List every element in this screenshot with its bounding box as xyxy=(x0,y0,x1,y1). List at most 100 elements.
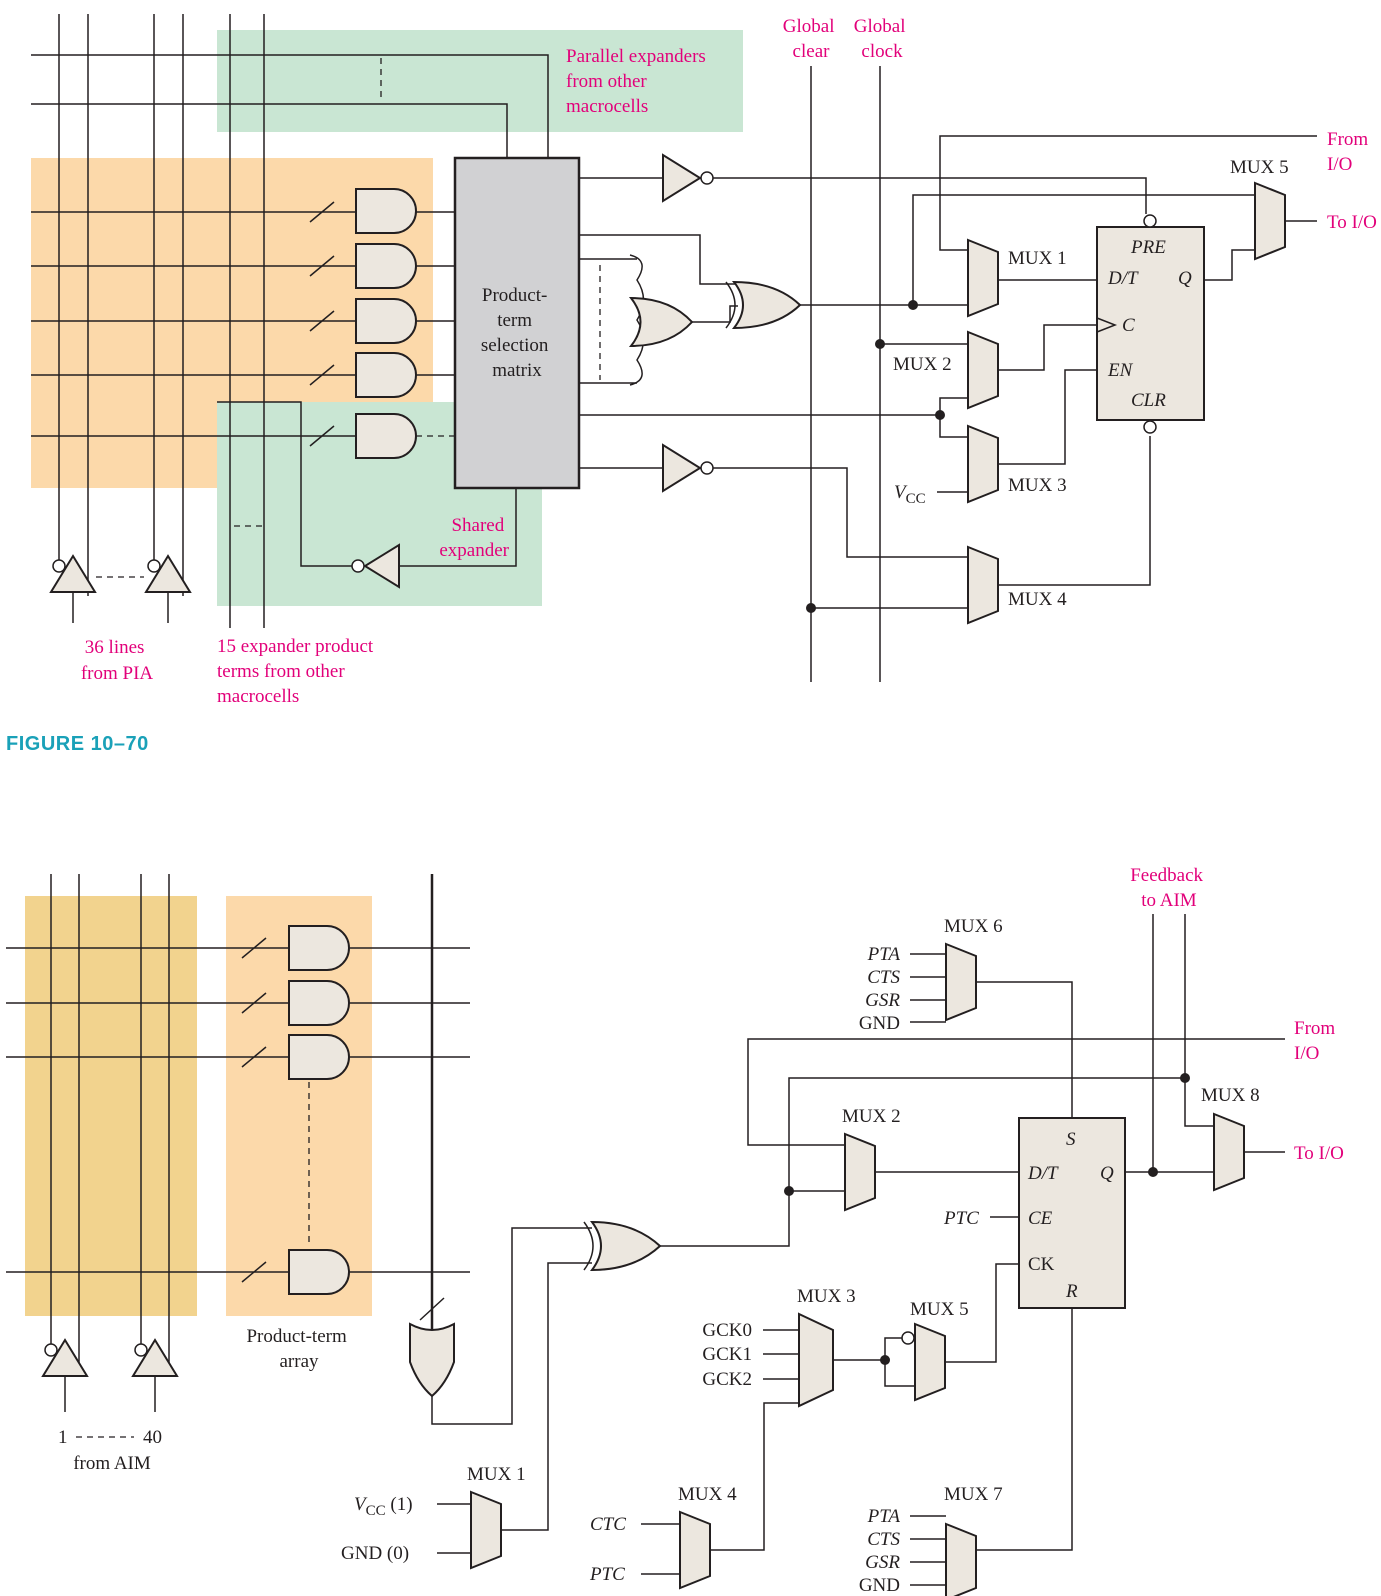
mux-8 xyxy=(1213,1112,1245,1192)
mux-2 xyxy=(967,330,999,410)
mux4-input-ptc: PTC xyxy=(589,1564,625,1585)
vcc1-label: VCC (1) xyxy=(354,1494,413,1519)
mux6-input-cts: CTS xyxy=(867,967,900,988)
shared-expander-label: Shared expander xyxy=(439,515,509,561)
mux-5 xyxy=(914,1322,946,1402)
or-gate-input-curve xyxy=(629,254,645,386)
mux-6-label: MUX 6 xyxy=(944,916,1003,937)
mux6-input-gnd: GND xyxy=(859,1013,900,1034)
and-gate xyxy=(288,1034,350,1080)
mux7-input-gnd: GND xyxy=(859,1575,900,1596)
figure-macrocell-2: 1 40 from AIM Product-term array MUX 1 V… xyxy=(6,865,1344,1596)
xor-gate xyxy=(731,280,802,330)
mux3-input-gck2: GCK2 xyxy=(702,1369,752,1390)
mux3-input-gck0: GCK0 xyxy=(702,1320,752,1341)
or-gate xyxy=(628,296,694,348)
ff-dt-label: D/T xyxy=(1107,268,1139,289)
ff-c-label: C xyxy=(1122,315,1135,336)
mux-5 xyxy=(1254,181,1286,261)
figure-10-69-macrocell: Product- term selection matrix xyxy=(6,14,1377,755)
shared-expander-inverter xyxy=(363,543,400,589)
mux-1 xyxy=(470,1490,502,1570)
parallel-expander-lines xyxy=(31,54,549,158)
ff-clr-label: CLR xyxy=(1131,390,1166,411)
ff-q-label: Q xyxy=(1100,1163,1114,1184)
mux-1-label: MUX 1 xyxy=(1008,248,1067,269)
and-gate xyxy=(288,1249,350,1295)
fig2-flip-flop xyxy=(1018,1117,1126,1309)
mux-4-label: MUX 4 xyxy=(678,1484,737,1505)
mux-3-label: MUX 3 xyxy=(797,1286,856,1307)
matrix-label: Product- term selection matrix xyxy=(481,285,553,381)
ptc-ce-label: PTC xyxy=(943,1208,979,1229)
mux-5-label: MUX 5 xyxy=(910,1299,969,1320)
flip-flop xyxy=(1096,226,1205,421)
parallel-expanders-label: Parallel expanders from other macrocells xyxy=(566,46,711,117)
and-gate xyxy=(355,188,417,234)
ff-dt-label: D/T xyxy=(1027,1163,1059,1184)
mux3-input-gck1: GCK1 xyxy=(702,1344,752,1365)
mux-5-label: MUX 5 xyxy=(1230,157,1289,178)
product-term-selection-matrix xyxy=(453,156,581,490)
mux-2-label: MUX 2 xyxy=(842,1106,901,1127)
ff-pre-label: PRE xyxy=(1130,237,1166,258)
mux-4 xyxy=(679,1510,711,1590)
fig2-from-io-label: From I/O xyxy=(1294,1018,1340,1064)
mux-8-label: MUX 8 xyxy=(1201,1085,1260,1106)
inverter-gate xyxy=(662,443,702,493)
mux-7-label: MUX 7 xyxy=(944,1484,1003,1505)
gnd0-label: GND (0) xyxy=(341,1543,409,1564)
and-gate xyxy=(355,413,417,459)
to-io-label: To I/O xyxy=(1327,212,1377,233)
feedback-label: Feedback to AIM xyxy=(1130,865,1208,911)
mux4-input-ctc: CTC xyxy=(590,1514,626,1535)
and-gate xyxy=(288,980,350,1026)
from-io-label: From I/O xyxy=(1327,129,1373,175)
mux-3 xyxy=(798,1312,834,1408)
aim-range-start: 1 xyxy=(58,1427,68,1448)
mux-1 xyxy=(967,238,999,318)
ff-s-label: S xyxy=(1066,1129,1076,1150)
mux-3 xyxy=(967,424,999,504)
mux-6 xyxy=(945,942,977,1022)
global-clock-label: Global clock xyxy=(854,16,910,62)
parallel-expander-region xyxy=(217,30,743,132)
mux7-input-cts: CTS xyxy=(867,1529,900,1550)
fig2-and-gates xyxy=(288,925,350,1295)
and-gate xyxy=(355,352,417,398)
product-term-array-label: Product-term array xyxy=(246,1326,351,1372)
and-gate xyxy=(355,298,417,344)
fig2-to-io-label: To I/O xyxy=(1294,1143,1344,1164)
xor-extra-curve xyxy=(725,281,736,329)
mux-7 xyxy=(945,1522,977,1596)
pia-lines-label: 36 lines from PIA xyxy=(81,637,154,684)
and-gate xyxy=(288,925,350,971)
ff-ck-label: CK xyxy=(1028,1254,1055,1275)
mux-4 xyxy=(967,545,999,625)
ff-ce-label: CE xyxy=(1028,1208,1053,1229)
vcc-label: VCC xyxy=(894,482,926,507)
global-clear-label: Global clear xyxy=(783,16,839,62)
mux-2-label: MUX 2 xyxy=(893,354,952,375)
ff-en-label: EN xyxy=(1107,360,1134,381)
from-aim-label: from AIM xyxy=(73,1453,151,1474)
inverter-gate xyxy=(662,153,702,203)
product-term-lines xyxy=(31,201,455,447)
ff-r-label: R xyxy=(1065,1281,1078,1302)
mux-2 xyxy=(844,1132,876,1212)
mux7-input-pta: PTA xyxy=(867,1506,901,1527)
figure-caption: FIGURE 10–70 xyxy=(6,733,149,755)
xor-gate xyxy=(590,1220,662,1272)
expander-terms-label: 15 expander product terms from other mac… xyxy=(217,636,378,707)
mux-1-label: MUX 1 xyxy=(467,1464,526,1485)
mux-3-label: MUX 3 xyxy=(1008,475,1067,496)
matrix-output-wires xyxy=(579,177,1147,558)
mux6-input-pta: PTA xyxy=(867,944,901,965)
mux-4-label: MUX 4 xyxy=(1008,589,1067,610)
ff-q-label: Q xyxy=(1178,268,1192,289)
and-gate-array xyxy=(355,188,417,459)
or-gate-vertical xyxy=(409,1322,455,1398)
mux6-input-gsr: GSR xyxy=(865,990,900,1011)
mux7-input-gsr: GSR xyxy=(865,1552,900,1573)
